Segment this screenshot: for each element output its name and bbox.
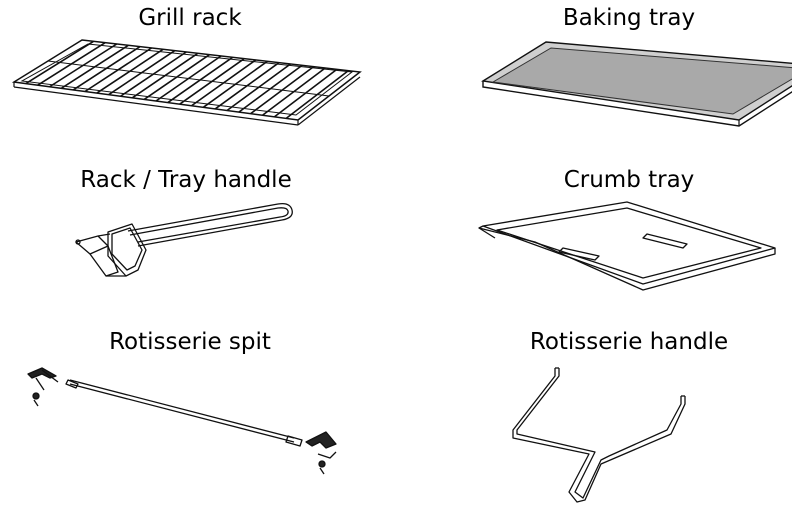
accessory-rotisserie-spit: Rotisserie spit <box>0 322 388 508</box>
accessory-grill-rack: Grill rack <box>0 0 388 160</box>
accessory-rotisserie-handle: Rotisserie handle <box>431 322 792 508</box>
accessory-baking-tray: Baking tray <box>431 0 792 160</box>
accessory-label: Crumb tray <box>563 167 695 193</box>
rotisserie-handle-icon <box>512 367 686 503</box>
tray-handle-icon <box>75 202 293 277</box>
crumb-tray-icon <box>478 201 776 291</box>
baking-tray-icon <box>481 41 792 127</box>
accessory-label: Rotisserie spit <box>109 329 271 355</box>
accessory-label: Rack / Tray handle <box>80 167 292 193</box>
accessory-crumb-tray: Crumb tray <box>431 160 792 320</box>
accessory-tray-handle: Rack / Tray handle <box>0 160 384 320</box>
accessory-label: Baking tray <box>562 5 696 31</box>
accessory-label: Grill rack <box>138 5 242 31</box>
rotisserie-spit-icon <box>27 367 337 475</box>
accessory-label: Rotisserie handle <box>529 329 729 355</box>
grill-rack-icon <box>11 39 362 126</box>
